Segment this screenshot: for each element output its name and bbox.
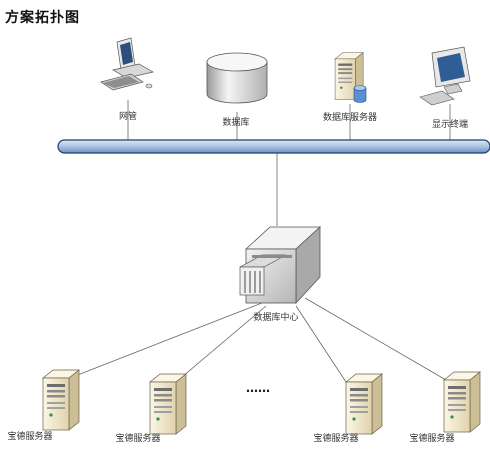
node-label: 宝德服务器	[409, 432, 454, 444]
connection-line	[69, 302, 263, 379]
workstation-icon	[100, 37, 154, 91]
database-cylinder-icon	[206, 52, 268, 104]
connection-line	[304, 297, 447, 381]
node-label: 显示终端	[432, 118, 468, 130]
monitor-terminal-icon	[419, 46, 471, 106]
data-center-icon	[239, 226, 322, 305]
tower-server-icon	[345, 373, 383, 435]
page-title: 方案拓扑图	[5, 10, 80, 26]
tower-server-icon	[443, 371, 481, 433]
connection-line	[175, 305, 267, 383]
connection-line	[295, 305, 347, 383]
ellipsis-text: ……	[246, 381, 270, 395]
hub-label: 数据库中心	[253, 311, 298, 323]
db-server-icon	[334, 52, 367, 103]
node-label: 宝德服务器	[7, 430, 52, 442]
node-label: 数据库	[222, 116, 249, 128]
tower-server-icon	[149, 373, 187, 435]
node-label: 宝德服务器	[115, 432, 160, 444]
node-label: 网管	[119, 110, 137, 122]
node-label: 数据库服务器	[323, 111, 377, 123]
network-bus	[57, 139, 490, 154]
tower-server-icon	[42, 369, 80, 431]
node-label: 宝德服务器	[313, 432, 358, 444]
